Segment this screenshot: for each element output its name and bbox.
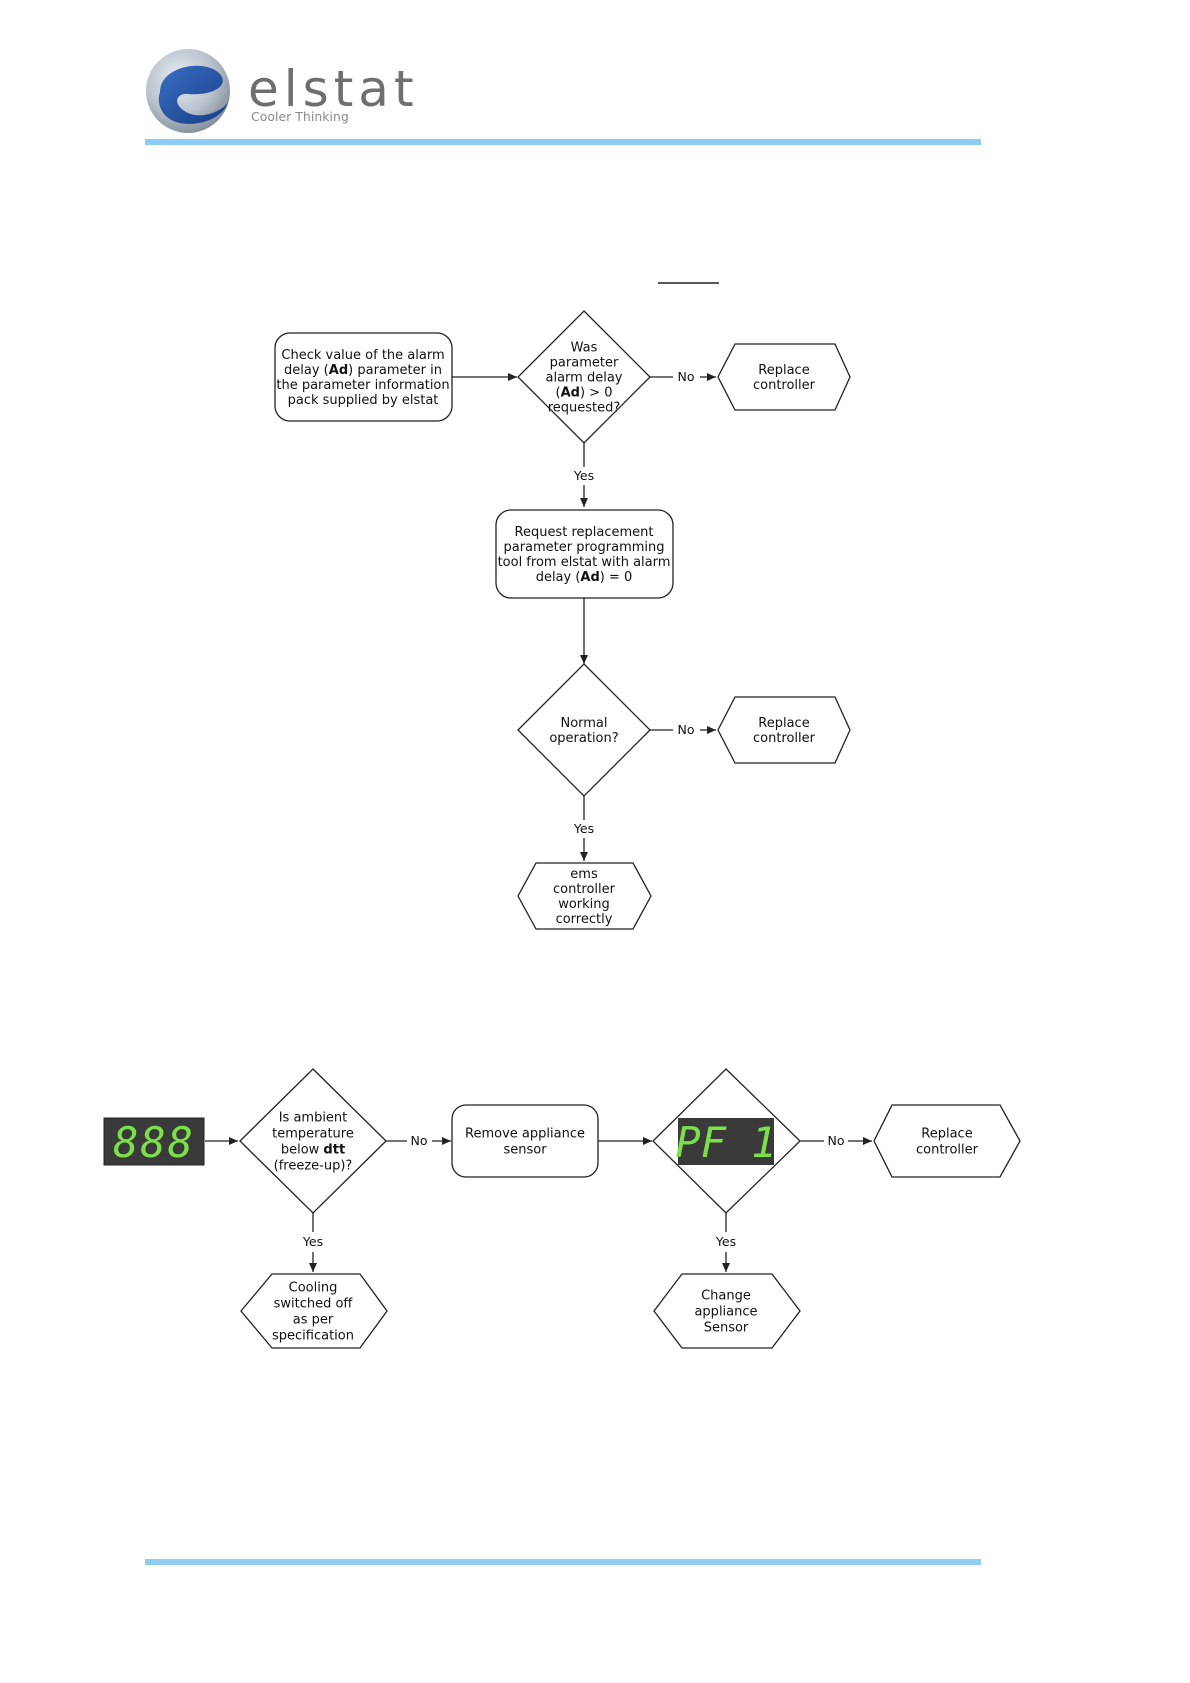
logo-swirl <box>158 65 228 124</box>
node-text-line: Change <box>701 1289 751 1304</box>
node-text-line: Replace <box>758 716 809 731</box>
node-text-line: temperature <box>272 1127 354 1142</box>
replace-controller-terminal <box>717 696 851 764</box>
logo: elstat Cooler Thinking <box>146 49 419 133</box>
connector-label-no: No <box>411 1133 428 1148</box>
node-text-line: Replace <box>758 363 809 378</box>
node-text-line: as per <box>293 1313 334 1328</box>
node-text-line: ems <box>570 867 598 882</box>
node-text-line: requested? <box>548 401 621 416</box>
connector-label-yes: Yes <box>715 1234 736 1249</box>
node-text-line: Is ambient <box>279 1111 348 1126</box>
controller-working-terminal <box>517 862 652 930</box>
connector-label-yes: Yes <box>573 821 594 836</box>
cooling-switched-off-terminal <box>240 1273 388 1349</box>
node-text-line: Remove appliance <box>465 1127 585 1142</box>
node-text-line: appliance <box>694 1305 757 1320</box>
decision-normal-operation <box>517 663 651 797</box>
start-process-box <box>274 332 453 422</box>
node-text-line: Request replacement <box>515 525 654 540</box>
remove-sensor-box <box>451 1104 599 1178</box>
node-text-line: parameter programming <box>503 540 664 555</box>
connector-label-yes: Yes <box>573 468 594 483</box>
led-display-pf1-text: PF 1 <box>675 1118 776 1167</box>
node-text-line: Cooling <box>289 1281 338 1296</box>
node-text-line: parameter <box>550 356 619 371</box>
node-text-line: Sensor <box>704 1321 749 1336</box>
node-text-line: (freeze-up)? <box>274 1159 353 1174</box>
node-text-line: controller <box>553 882 616 897</box>
node-text-line: (Ad) > 0 <box>556 386 613 401</box>
node-text-line: sensor <box>503 1143 547 1158</box>
node-text-line: specification <box>272 1329 354 1344</box>
node-text-line: controller <box>753 378 816 393</box>
change-sensor-terminal <box>653 1273 801 1349</box>
node-text-line: correctly <box>556 912 613 927</box>
header-rule <box>145 139 981 145</box>
decision-ambient-below-dtt <box>239 1068 387 1214</box>
connector-label-no: No <box>828 1133 845 1148</box>
brand-tagline: Cooler Thinking <box>251 109 349 124</box>
node-text-line: delay (Ad) parameter in <box>284 363 442 378</box>
connector-label-no: No <box>678 369 695 384</box>
node-text-line: operation? <box>549 731 618 746</box>
led-display-888 <box>103 1117 205 1166</box>
node-text-line: tool from elstat with alarm <box>498 555 671 570</box>
node-text-line: Normal <box>560 716 607 731</box>
footer-rule <box>145 1559 981 1565</box>
request-tool-box <box>495 509 674 599</box>
node-text-line: below dtt <box>281 1143 345 1158</box>
replace-controller-terminal <box>873 1104 1021 1178</box>
connector-label-no: No <box>678 722 695 737</box>
node-text-line: working <box>558 897 610 912</box>
node-text-line: Replace <box>921 1127 972 1142</box>
led-display-888-text: 888 <box>113 1118 195 1167</box>
node-text-line: alarm delay <box>546 371 623 386</box>
node-text-line: Was <box>571 341 598 356</box>
brand-name: elstat <box>248 60 419 118</box>
node-text-line: the parameter information <box>276 378 449 393</box>
node-text-line: switched off <box>274 1297 354 1312</box>
connector-label-yes: Yes <box>302 1234 323 1249</box>
node-text-line: controller <box>916 1143 979 1158</box>
node-text-line: controller <box>753 731 816 746</box>
node-text-line: pack supplied by elstat <box>288 393 439 408</box>
node-text-line: Check value of the alarm <box>281 348 444 363</box>
led-display-pf1 <box>678 1118 774 1165</box>
node-text-line: delay (Ad) = 0 <box>536 570 633 585</box>
decision-alarm-delay-requested <box>517 310 651 444</box>
replace-controller-terminal <box>717 343 851 411</box>
